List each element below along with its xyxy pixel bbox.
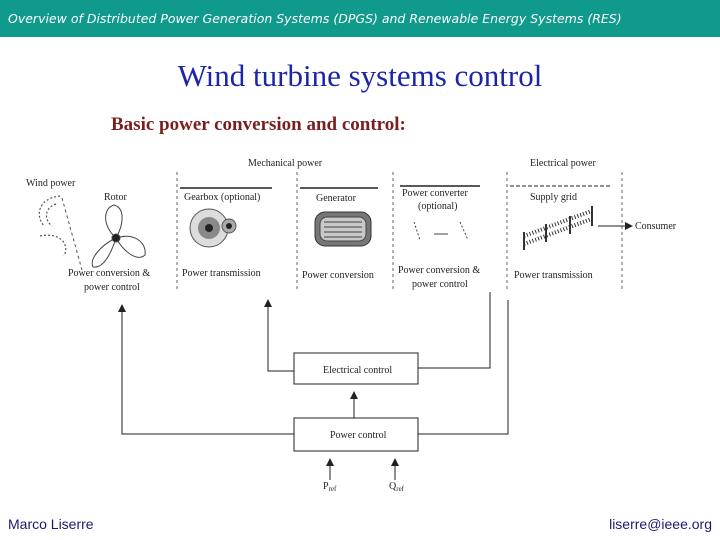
footer-email: liserre@ieee.org — [609, 516, 712, 532]
separator-line — [61, 197, 83, 271]
converter-label-line2: (optional) — [418, 201, 457, 212]
generator-label: Generator — [316, 193, 357, 204]
power-conversion-label: Power conversion — [302, 270, 374, 281]
slide-title: Wind turbine systems control — [177, 58, 543, 93]
power-transmission-label-2: Power transmission — [514, 270, 593, 281]
power-conversion-control-label-line2: power control — [84, 282, 140, 293]
electrical-control-label: Electrical control — [323, 365, 392, 376]
power-transmission-label: Power transmission — [182, 268, 261, 279]
rotor-icon — [91, 204, 146, 268]
p-ref-label: Pref — [323, 481, 337, 493]
generator-icon — [314, 211, 372, 247]
wind-icon — [38, 195, 67, 257]
power-control-label: Power control — [330, 430, 387, 441]
header-title: Overview of Distributed Power Generation… — [8, 11, 622, 26]
wind-power-label: Wind power — [26, 178, 76, 189]
supply-grid-label: Supply grid — [530, 192, 577, 203]
footer-author: Marco Liserre — [8, 516, 94, 532]
header-bar: Overview of Distributed Power Generation… — [0, 0, 720, 37]
q-ref-label: Qref — [389, 481, 405, 493]
supply-grid-icon — [523, 206, 595, 250]
rotor-label: Rotor — [104, 192, 127, 203]
power-conversion-control-label-2-line2: power control — [412, 279, 468, 290]
converter-label-line1: Power converter — [402, 188, 468, 199]
gearbox-label: Gearbox (optional) — [184, 192, 260, 203]
mechanical-power-label: Mechanical power — [248, 158, 323, 169]
control-signal-lines — [118, 292, 509, 480]
electrical-control-box — [293, 352, 419, 385]
power-control-box — [293, 417, 419, 452]
power-conversion-control-label-line1: Power conversion & — [68, 268, 150, 279]
slide-subtitle: Basic power conversion and control: — [111, 114, 406, 135]
power-conversion-control-label-2-line1: Power conversion & — [398, 265, 480, 276]
electrical-power-label: Electrical power — [530, 158, 596, 169]
converter-icon — [413, 221, 469, 241]
gearbox-icon — [189, 208, 237, 248]
consumer-label: Consumer — [635, 221, 677, 232]
